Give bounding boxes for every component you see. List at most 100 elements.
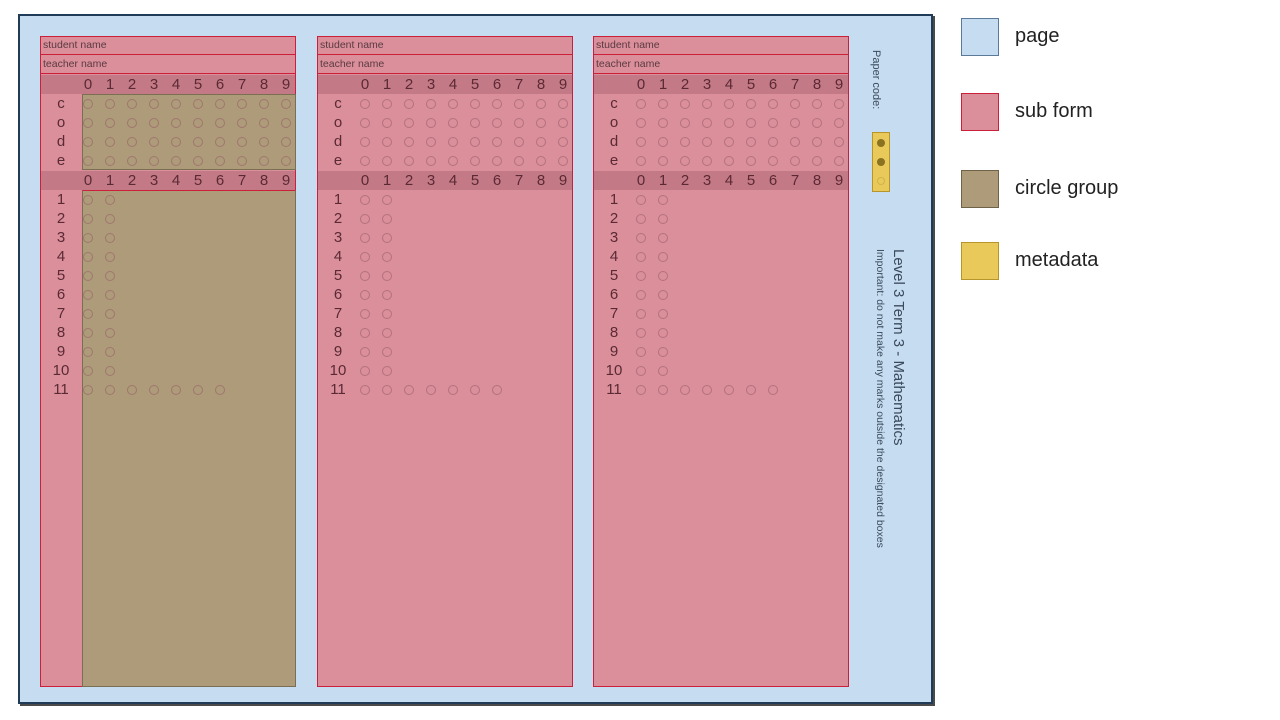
bubble[interactable] bbox=[193, 118, 203, 128]
bubble[interactable] bbox=[83, 347, 93, 357]
bubble[interactable] bbox=[83, 252, 93, 262]
bubble[interactable] bbox=[127, 118, 137, 128]
bubble[interactable] bbox=[105, 118, 115, 128]
bubble[interactable] bbox=[768, 118, 778, 128]
bubble[interactable] bbox=[149, 156, 159, 166]
bubble[interactable] bbox=[426, 385, 436, 395]
bubble[interactable] bbox=[536, 99, 546, 109]
bubble[interactable] bbox=[105, 366, 115, 376]
bubble[interactable] bbox=[149, 137, 159, 147]
bubble[interactable] bbox=[105, 156, 115, 166]
bubble[interactable] bbox=[382, 328, 392, 338]
bubble[interactable] bbox=[812, 137, 822, 147]
bubble[interactable] bbox=[746, 137, 756, 147]
bubble[interactable] bbox=[215, 99, 225, 109]
bubble[interactable] bbox=[360, 347, 370, 357]
bubble[interactable] bbox=[448, 385, 458, 395]
bubble[interactable] bbox=[558, 156, 568, 166]
bubble[interactable] bbox=[724, 137, 734, 147]
bubble[interactable] bbox=[237, 118, 247, 128]
bubble[interactable] bbox=[492, 118, 502, 128]
bubble[interactable] bbox=[790, 156, 800, 166]
bubble[interactable] bbox=[658, 328, 668, 338]
bubble[interactable] bbox=[448, 99, 458, 109]
bubble[interactable] bbox=[149, 385, 159, 395]
bubble[interactable] bbox=[127, 137, 137, 147]
bubble[interactable] bbox=[127, 385, 137, 395]
bubble[interactable] bbox=[360, 99, 370, 109]
bubble[interactable] bbox=[636, 118, 646, 128]
bubble[interactable] bbox=[768, 99, 778, 109]
bubble[interactable] bbox=[834, 137, 844, 147]
bubble[interactable] bbox=[149, 118, 159, 128]
bubble[interactable] bbox=[658, 233, 668, 243]
bubble[interactable] bbox=[680, 118, 690, 128]
bubble[interactable] bbox=[404, 156, 414, 166]
bubble[interactable] bbox=[171, 156, 181, 166]
bubble[interactable] bbox=[492, 137, 502, 147]
bubble[interactable] bbox=[470, 99, 480, 109]
bubble[interactable] bbox=[448, 118, 458, 128]
bubble[interactable] bbox=[215, 137, 225, 147]
bubble[interactable] bbox=[382, 252, 392, 262]
bubble[interactable] bbox=[790, 118, 800, 128]
bubble[interactable] bbox=[834, 118, 844, 128]
bubble[interactable] bbox=[360, 271, 370, 281]
bubble[interactable] bbox=[470, 156, 480, 166]
bubble[interactable] bbox=[360, 195, 370, 205]
bubble[interactable] bbox=[636, 214, 646, 224]
bubble[interactable] bbox=[426, 137, 436, 147]
bubble[interactable] bbox=[237, 156, 247, 166]
bubble[interactable] bbox=[382, 137, 392, 147]
bubble[interactable] bbox=[105, 252, 115, 262]
bubble[interactable] bbox=[746, 156, 756, 166]
bubble[interactable] bbox=[790, 99, 800, 109]
bubble[interactable] bbox=[83, 99, 93, 109]
bubble[interactable] bbox=[83, 385, 93, 395]
bubble[interactable] bbox=[404, 137, 414, 147]
bubble[interactable] bbox=[514, 137, 524, 147]
bubble[interactable] bbox=[636, 137, 646, 147]
teacher-name-field[interactable]: teacher name bbox=[318, 56, 572, 74]
bubble[interactable] bbox=[636, 385, 646, 395]
bubble[interactable] bbox=[470, 385, 480, 395]
bubble[interactable] bbox=[281, 156, 291, 166]
bubble[interactable] bbox=[658, 271, 668, 281]
bubble[interactable] bbox=[281, 99, 291, 109]
bubble[interactable] bbox=[492, 99, 502, 109]
bubble[interactable] bbox=[83, 328, 93, 338]
bubble[interactable] bbox=[360, 252, 370, 262]
bubble[interactable] bbox=[702, 385, 712, 395]
bubble[interactable] bbox=[382, 290, 392, 300]
bubble[interactable] bbox=[658, 290, 668, 300]
paper-code-bubble[interactable] bbox=[877, 139, 885, 147]
bubble[interactable] bbox=[470, 118, 480, 128]
bubble[interactable] bbox=[658, 366, 668, 376]
bubble[interactable] bbox=[382, 99, 392, 109]
bubble[interactable] bbox=[768, 385, 778, 395]
bubble[interactable] bbox=[658, 214, 668, 224]
bubble[interactable] bbox=[237, 99, 247, 109]
teacher-name-field[interactable]: teacher name bbox=[41, 56, 295, 74]
bubble[interactable] bbox=[702, 99, 712, 109]
bubble[interactable] bbox=[636, 328, 646, 338]
bubble[interactable] bbox=[514, 118, 524, 128]
bubble[interactable] bbox=[724, 385, 734, 395]
bubble[interactable] bbox=[171, 385, 181, 395]
bubble[interactable] bbox=[658, 99, 668, 109]
student-name-field[interactable]: student name bbox=[594, 37, 848, 55]
bubble[interactable] bbox=[360, 137, 370, 147]
paper-code-bubble[interactable] bbox=[877, 177, 885, 185]
bubble[interactable] bbox=[768, 156, 778, 166]
bubble[interactable] bbox=[360, 118, 370, 128]
bubble[interactable] bbox=[259, 156, 269, 166]
bubble[interactable] bbox=[746, 118, 756, 128]
bubble[interactable] bbox=[680, 99, 690, 109]
bubble[interactable] bbox=[382, 271, 392, 281]
bubble[interactable] bbox=[105, 271, 115, 281]
bubble[interactable] bbox=[636, 347, 646, 357]
bubble[interactable] bbox=[83, 366, 93, 376]
bubble[interactable] bbox=[558, 118, 568, 128]
teacher-name-field[interactable]: teacher name bbox=[594, 56, 848, 74]
bubble[interactable] bbox=[404, 118, 414, 128]
